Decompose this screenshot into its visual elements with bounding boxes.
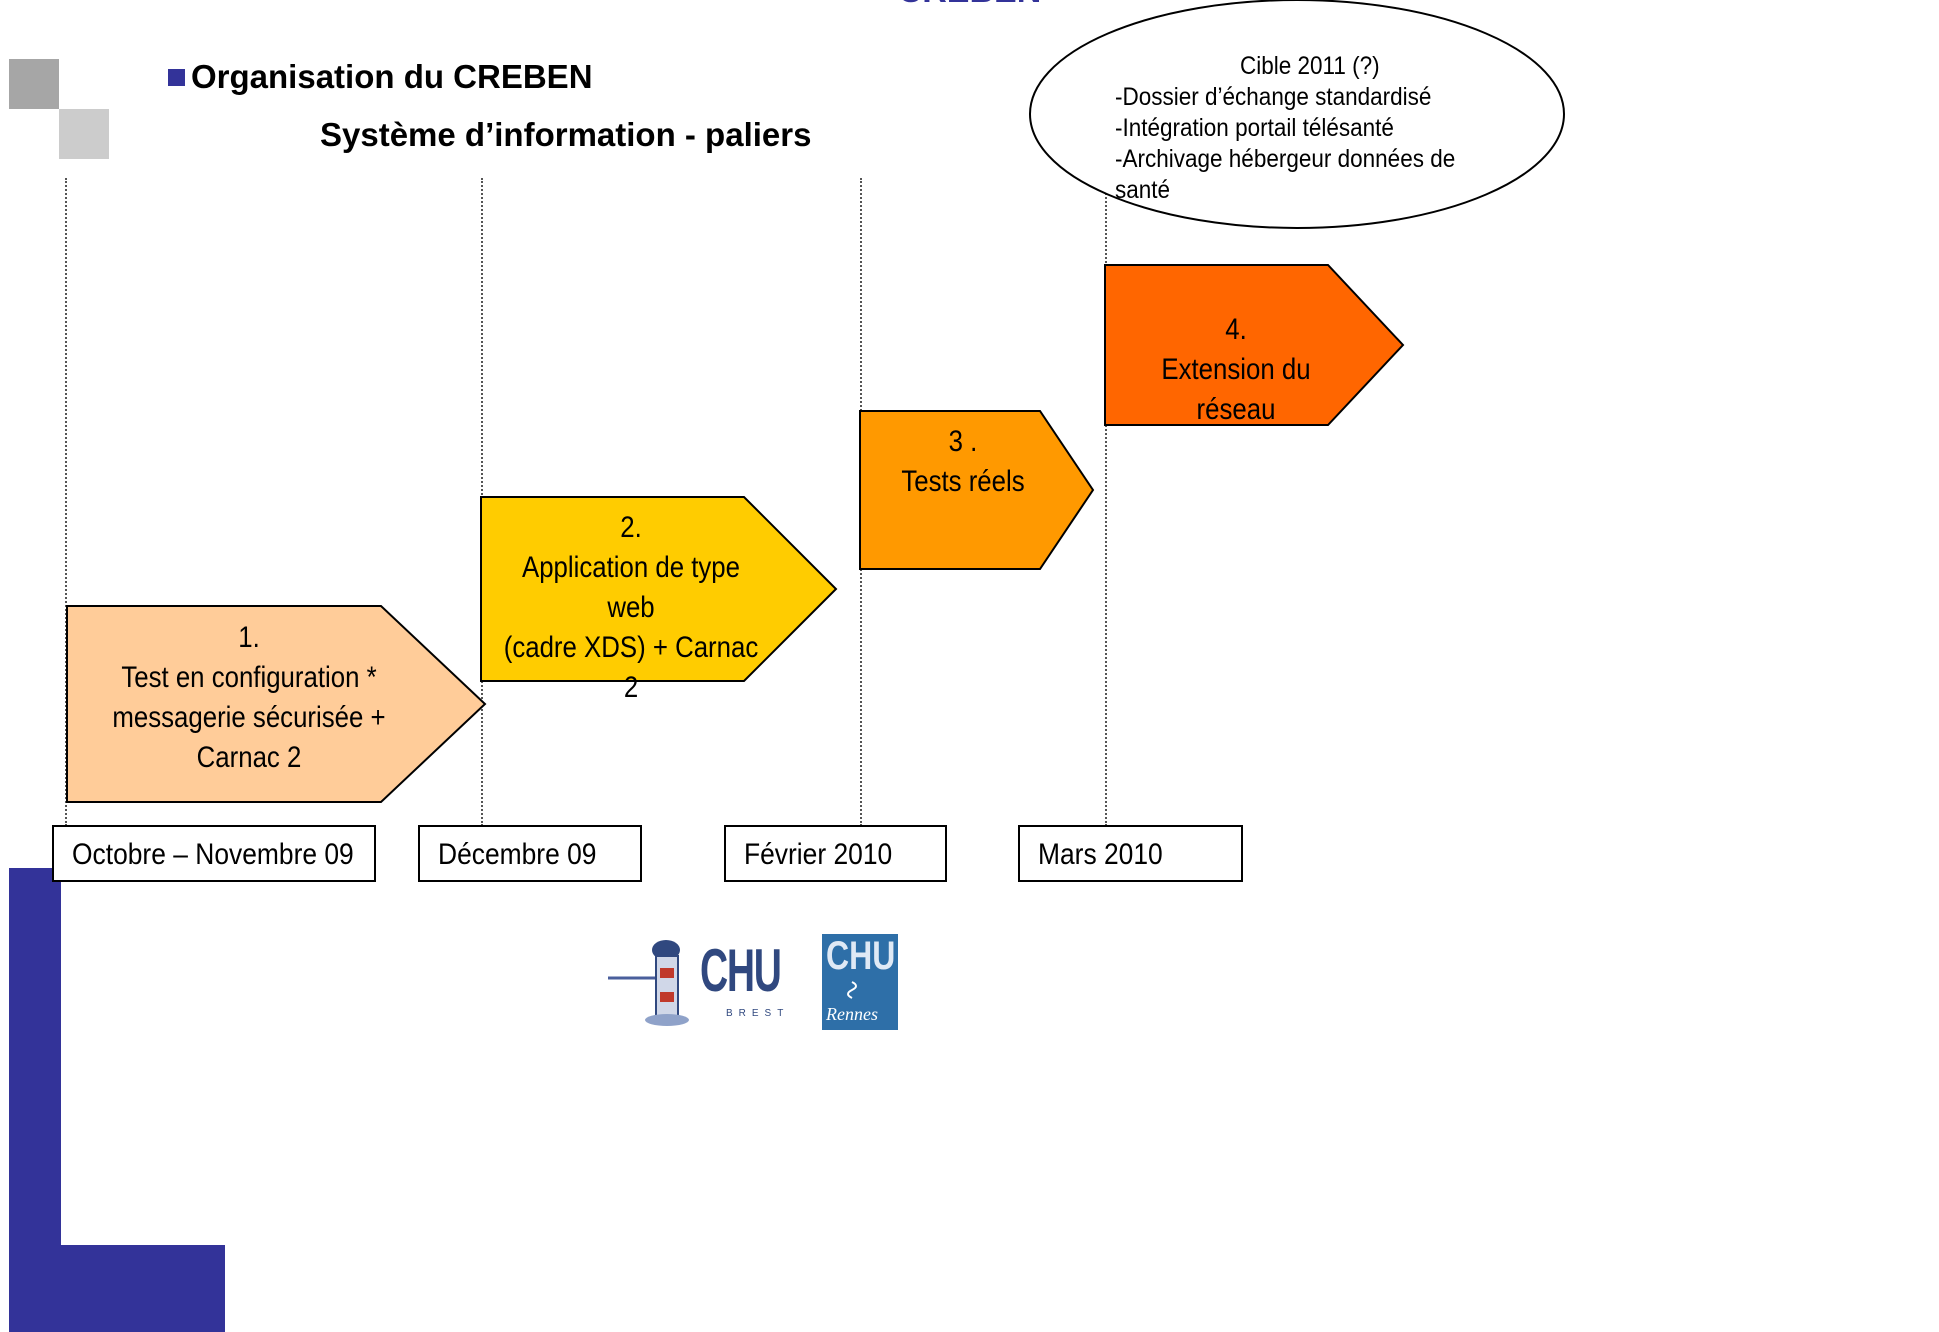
- slide-heading: Organisation du CREBEN: [168, 58, 593, 96]
- stage-2-line-1: Application de type web: [521, 551, 741, 624]
- chu-brest-logo: CHU BREST: [608, 934, 808, 1034]
- stage-4-text: 4. Extension du réseau: [1123, 310, 1348, 430]
- rennes-logo-subtext: Rennes: [826, 1004, 878, 1024]
- stage-1-number: 1.: [238, 621, 260, 654]
- rennes-logo-text: CHU: [826, 934, 896, 978]
- date-label-1: Octobre – Novembre 09: [72, 838, 354, 871]
- date-box-2: Décembre 09: [418, 825, 642, 882]
- slide-subheading: Système d’information - paliers: [320, 116, 812, 153]
- brest-logo-subtext: BREST: [726, 1008, 790, 1019]
- target-bubble-shape: [1029, 0, 1565, 229]
- target-title-text: Cible 2011 (?): [1240, 52, 1380, 80]
- slide-top-title: CREBEN: [0, 0, 1939, 11]
- stage-arrow-4: [1104, 264, 1405, 426]
- date-box-4: Mars 2010: [1018, 825, 1243, 882]
- stage-1-line-3: Carnac 2: [196, 741, 302, 774]
- stage-4-number: 4.: [1225, 313, 1247, 346]
- decor-square-dark: [9, 59, 59, 109]
- target-item-4: santé: [1115, 176, 1171, 204]
- target-item-3: -Archivage hébergeur données de: [1115, 145, 1456, 173]
- timeline-divider-1: [65, 178, 67, 826]
- decor-square-light: [59, 109, 109, 159]
- stage-1-text: 1. Test en configuration * messagerie sé…: [92, 618, 405, 778]
- wave-icon: [847, 981, 857, 999]
- stage-2-text: 2. Application de type web (cadre XDS) +…: [502, 508, 760, 708]
- heading-text: Organisation du CREBEN: [191, 58, 593, 95]
- stage-4-line-1: Extension du réseau: [1161, 353, 1311, 426]
- chu-rennes-logo: CHU Rennes: [822, 934, 898, 1030]
- date-box-3: Février 2010: [724, 825, 947, 882]
- date-label-4: Mars 2010: [1038, 838, 1163, 871]
- lighthouse-icon: [608, 940, 689, 1026]
- target-bubble-list: -Dossier d’échange standardisé -Intégrat…: [1115, 82, 1493, 206]
- stage-3-text: 3 . Tests réels: [874, 422, 1051, 502]
- target-item-2: -Intégration portail télésanté: [1115, 114, 1394, 142]
- date-label-2: Décembre 09: [438, 838, 597, 871]
- stage-arrow-2: [480, 496, 838, 682]
- bullet-square-icon: [168, 69, 185, 86]
- stage-2-line-2: (cadre XDS) + Carnac 2: [503, 631, 759, 704]
- stage-1-line-2: messagerie sécurisée +: [112, 701, 386, 734]
- stage-arrow-1: [66, 605, 487, 803]
- stage-3-line-1: Tests réels: [901, 465, 1025, 498]
- timeline-divider-4: [1105, 178, 1107, 826]
- stage-1-line-1: Test en configuration *: [121, 661, 377, 694]
- stage-2-number: 2.: [620, 511, 642, 544]
- decor-corner-horizontal: [9, 1245, 225, 1332]
- date-label-3: Février 2010: [744, 838, 893, 871]
- stage-3-number: 3 .: [948, 425, 978, 458]
- target-bubble-title: Cible 2011 (?): [1240, 51, 1395, 82]
- brest-logo-text: CHU: [700, 937, 782, 1004]
- date-box-1: Octobre – Novembre 09: [52, 825, 376, 882]
- stage-arrow-3: [859, 410, 1095, 570]
- target-item-1: -Dossier d’échange standardisé: [1115, 83, 1432, 111]
